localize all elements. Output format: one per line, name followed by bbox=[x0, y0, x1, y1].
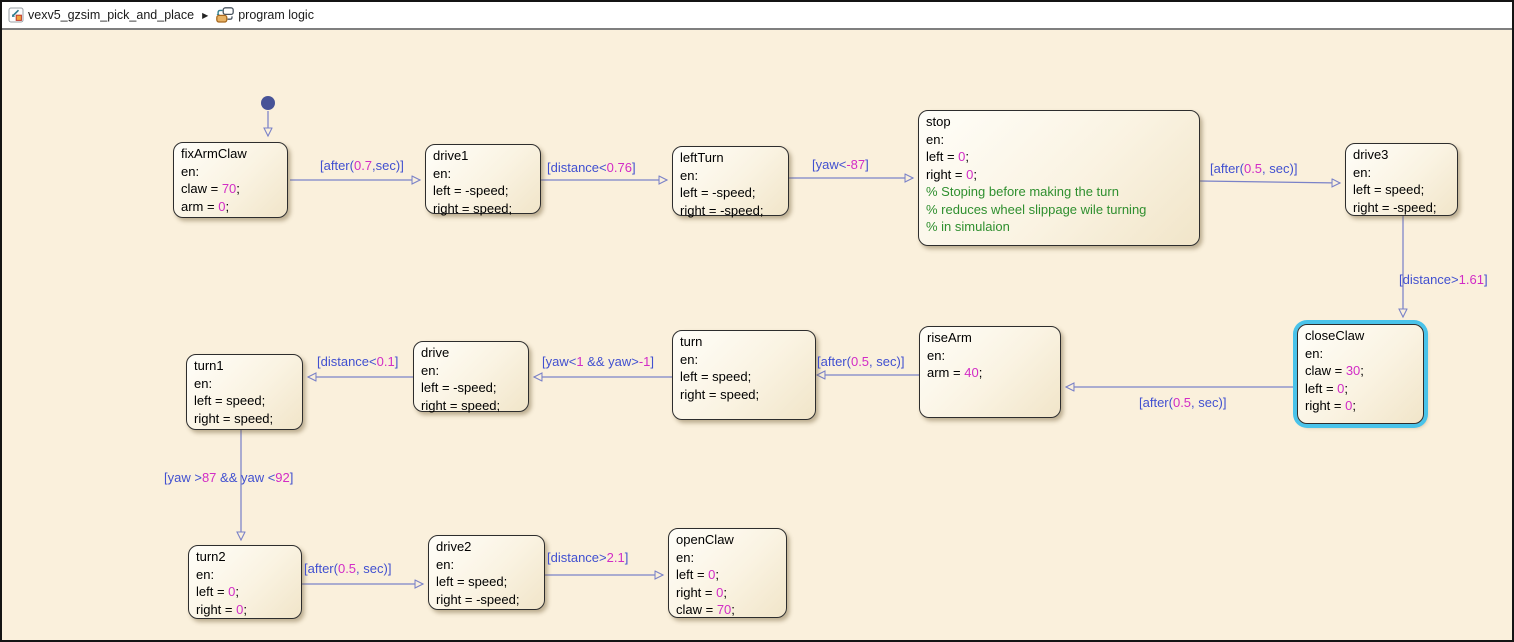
state-code-line: left = -speed; bbox=[421, 380, 497, 395]
state-openClaw[interactable]: openClaw en: left = 0; right = 0; claw = 70; bbox=[668, 528, 787, 618]
state-riseArm[interactable]: riseArm en: arm = 40; bbox=[919, 326, 1061, 418]
transition-label-drive1-leftTurn[interactable]: [distance<0.76] bbox=[547, 160, 636, 175]
state-code-line: right = 0; bbox=[1305, 398, 1356, 413]
transition-label-leftTurn-stop[interactable]: [yaw<-87] bbox=[812, 157, 869, 172]
state-code-line: right = 0; bbox=[926, 166, 977, 182]
state-code-line: left = 0; bbox=[196, 584, 240, 599]
state-code-line: en: bbox=[436, 556, 455, 572]
state-code-line: en: bbox=[1353, 164, 1372, 180]
state-turn[interactable]: turn en: left = speed; right = speed; bbox=[672, 330, 816, 420]
stateflow-chart-icon bbox=[216, 7, 235, 23]
simulink-model-icon bbox=[8, 7, 24, 23]
state-title: stop bbox=[926, 114, 951, 129]
state-code-line: left = speed; bbox=[1353, 182, 1425, 197]
state-code-line: en: bbox=[196, 566, 215, 582]
state-title: drive3 bbox=[1353, 147, 1389, 162]
state-code-line: claw = 70; bbox=[181, 181, 240, 196]
state-title: drive2 bbox=[436, 539, 472, 554]
state-turn2[interactable]: turn2 en: left = 0; right = 0; bbox=[188, 545, 302, 619]
state-title: turn bbox=[680, 334, 703, 349]
state-code-line: right = speed; bbox=[421, 397, 501, 413]
state-code-line: right = -speed; bbox=[680, 202, 764, 218]
transition-label-fixArmClaw-drive1[interactable]: [after(0.7,sec)] bbox=[320, 158, 404, 173]
state-drive[interactable]: drive en: left = -speed; right = speed; bbox=[413, 341, 529, 413]
transition-label-turn-drive[interactable]: [yaw<1 && yaw>-1] bbox=[542, 354, 655, 369]
state-code-line: left = -speed; bbox=[433, 183, 509, 198]
state-drive1[interactable]: drive1 en: left = -speed; right = speed; bbox=[425, 144, 541, 216]
state-title: closeClaw bbox=[1305, 328, 1365, 343]
breadcrumb-bar: vexv5_gzsim_pick_and_place ▶ program log… bbox=[2, 2, 1512, 30]
state-title: openClaw bbox=[676, 532, 734, 547]
state-code-line: en: bbox=[676, 549, 695, 565]
state-code-line: % Stoping before making the turn bbox=[926, 184, 1119, 199]
state-code-line: right = speed; bbox=[680, 386, 760, 402]
transition-label-drive-turn1[interactable]: [distance<0.1] bbox=[317, 354, 399, 369]
diagram-canvas[interactable]: fixArmClaw en: claw = 70; arm = 0; drive1 en:… bbox=[2, 30, 1512, 640]
state-code-line: right = speed; bbox=[194, 410, 274, 426]
breadcrumb-model[interactable]: vexv5_gzsim_pick_and_place bbox=[28, 8, 195, 22]
state-title: drive bbox=[421, 345, 450, 360]
state-drive2[interactable]: drive2 en: left = speed; right = -speed; bbox=[428, 535, 545, 610]
state-code-line: left = 0; bbox=[926, 149, 970, 164]
state-code-line: % in simulaion bbox=[926, 219, 1010, 234]
state-code-line: % reduces wheel slippage wile turning bbox=[926, 201, 1147, 217]
state-title: drive1 bbox=[433, 148, 469, 163]
state-code-line: left = speed; bbox=[436, 574, 508, 589]
state-code-line: right = -speed; bbox=[1353, 199, 1437, 215]
state-code-line: left = speed; bbox=[194, 393, 266, 408]
state-code-line: right = 0; bbox=[676, 584, 727, 600]
transition-arrows-layer bbox=[2, 96, 1512, 640]
state-title: leftTurn bbox=[680, 150, 724, 165]
state-title: fixArmClaw bbox=[181, 146, 247, 161]
breadcrumb-arrow-icon: ▶ bbox=[202, 10, 209, 20]
transition-label-turn1-turn2[interactable]: [yaw >87 && yaw <92] bbox=[164, 470, 294, 485]
state-drive3[interactable]: drive3 en: left = speed; right = -speed; bbox=[1345, 143, 1458, 216]
state-code-line: claw = 70; bbox=[676, 602, 735, 617]
state-code-line: left = -speed; bbox=[680, 185, 756, 200]
state-code-line: right = -speed; bbox=[436, 591, 520, 607]
state-closeClaw[interactable]: closeClaw en: claw = 30; left = 0; right = 0… bbox=[1297, 324, 1424, 424]
state-title: turn1 bbox=[194, 358, 224, 373]
transition-label-riseArm-turn[interactable]: [after(0.5, sec)] bbox=[817, 354, 905, 369]
transition-arrow-stop-drive3[interactable] bbox=[1199, 181, 1340, 183]
state-stop[interactable]: stop en: left = 0; right = 0; % Stoping befo… bbox=[918, 110, 1200, 246]
state-code-line: en: bbox=[181, 163, 200, 179]
state-code-line: en: bbox=[194, 375, 213, 391]
state-title: turn2 bbox=[196, 549, 226, 564]
transition-label-closeClaw-riseArm[interactable]: [after(0.5, sec)] bbox=[1139, 395, 1227, 410]
state-code-line: arm = 0; bbox=[181, 198, 230, 214]
state-leftTurn[interactable]: leftTurn en: left = -speed; right = -speed; bbox=[672, 146, 789, 218]
state-code-line: left = 0; bbox=[1305, 380, 1349, 396]
state-code-line: arm = 40; bbox=[927, 365, 983, 380]
transition-label-stop-drive3[interactable]: [after(0.5, sec)] bbox=[1210, 161, 1298, 176]
transition-label-turn2-drive2[interactable]: [after(0.5, sec)] bbox=[304, 561, 392, 576]
state-code-line: left = 0; bbox=[676, 567, 720, 582]
state-code-line: en: bbox=[680, 351, 699, 367]
initial-transition-dot[interactable] bbox=[261, 96, 275, 110]
state-code-line: claw = 30; bbox=[1305, 363, 1364, 378]
state-title: riseArm bbox=[927, 330, 972, 345]
state-code-line: en: bbox=[680, 167, 699, 183]
state-code-line: en: bbox=[927, 347, 946, 363]
state-code-line: right = 0; bbox=[196, 601, 247, 617]
transition-label-drive2-openClaw[interactable]: [distance>2.1] bbox=[547, 550, 629, 565]
state-code-line: en: bbox=[433, 165, 452, 181]
state-code-line: en: bbox=[1305, 345, 1324, 361]
transition-label-drive3-closeClaw[interactable]: [distance>1.61] bbox=[1399, 272, 1488, 287]
state-fixArmClaw[interactable]: fixArmClaw en: claw = 70; arm = 0; bbox=[173, 142, 288, 218]
breadcrumb-chart[interactable]: program logic bbox=[238, 8, 314, 22]
state-code-line: right = speed; bbox=[433, 200, 513, 216]
state-code-line: en: bbox=[926, 131, 945, 147]
state-code-line: en: bbox=[421, 362, 440, 378]
state-turn1[interactable]: turn1 en: left = speed; right = speed; bbox=[186, 354, 303, 430]
state-code-line: left = speed; bbox=[680, 369, 752, 384]
